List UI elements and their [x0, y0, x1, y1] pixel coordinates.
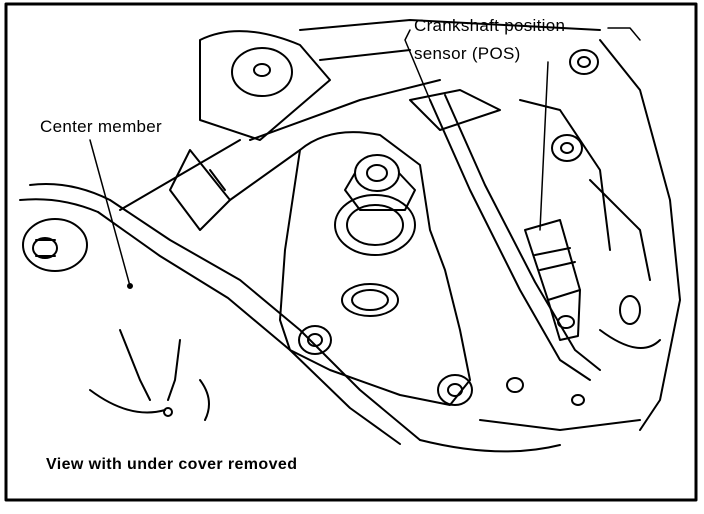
mount-bolt-upper	[344, 154, 416, 211]
figure-caption: View with under cover removed	[46, 456, 298, 473]
figure-frame	[4, 2, 698, 502]
leader-crankshaft	[404, 29, 431, 101]
mount-bolt-lower-right	[437, 374, 473, 406]
leader-pos	[539, 61, 549, 231]
label-crankshaft-position: Crankshaft position	[414, 16, 566, 35]
upper-bracket	[169, 30, 331, 231]
crankshaft-position-sensor	[524, 219, 581, 341]
label-sensor-pos: sensor (POS)	[414, 44, 521, 63]
leader-crank-right	[607, 27, 641, 41]
label-center-member: Center member	[40, 117, 162, 136]
engine-mount-bracket	[279, 131, 471, 406]
left-bolt	[22, 218, 88, 272]
housing-bolts	[506, 49, 641, 406]
mount-bolt-lower-left	[298, 325, 332, 355]
sensor-harness	[409, 89, 601, 381]
leader-center-member	[89, 139, 131, 287]
